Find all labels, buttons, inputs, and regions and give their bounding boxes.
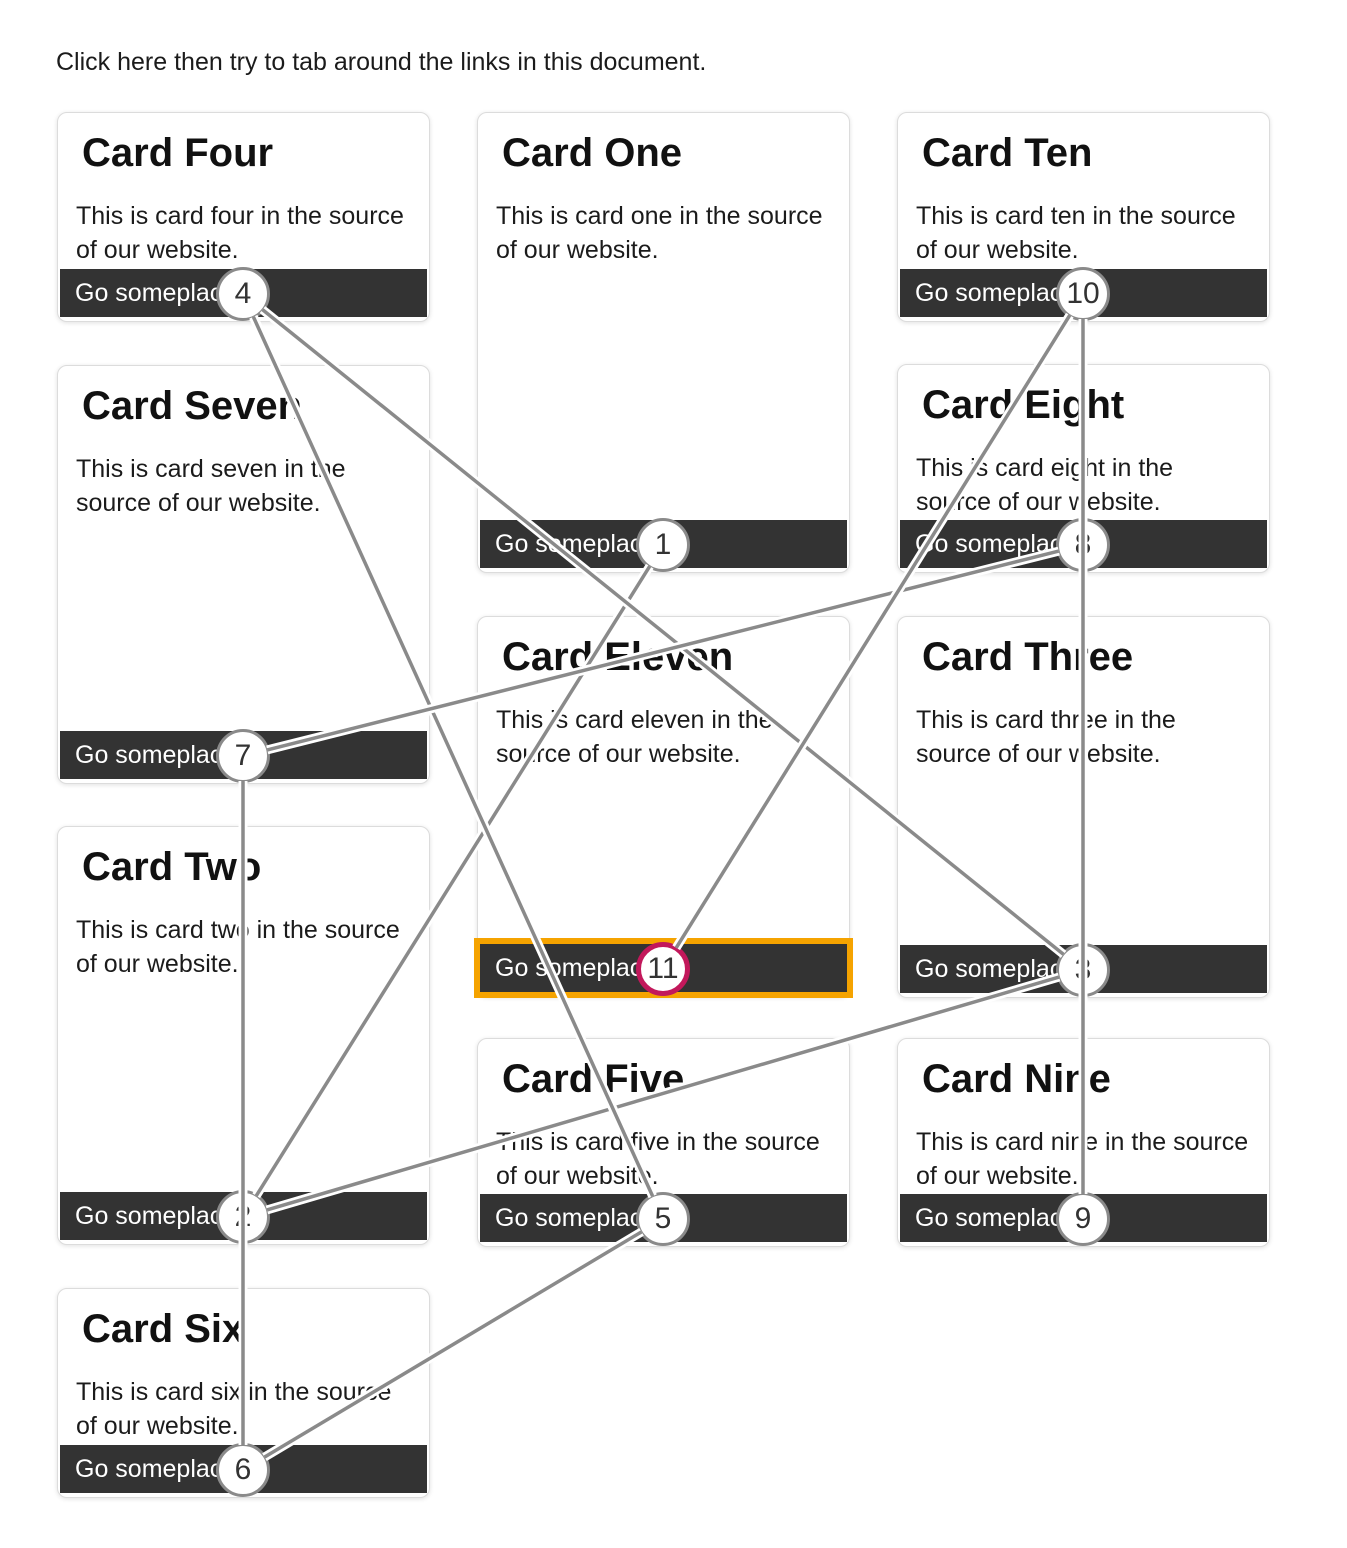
card-title: Card Two xyxy=(82,845,262,889)
tab-order-badge-2: 2 xyxy=(216,1190,270,1244)
tab-order-badge-1: 1 xyxy=(636,518,690,572)
card-title: Card Ten xyxy=(922,131,1093,175)
instruction-text: Click here then try to tab around the li… xyxy=(56,48,707,76)
tab-order-badge-7: 7 xyxy=(216,729,270,783)
tab-order-badge-3: 3 xyxy=(1056,943,1110,997)
tab-order-badge-11: 11 xyxy=(636,942,690,996)
tab-order-badge-5: 5 xyxy=(636,1192,690,1246)
card-description: This is card ten in the source of our we… xyxy=(916,202,1236,264)
tab-order-badge-10: 10 xyxy=(1056,267,1110,321)
card-description: This is card one in the source of our we… xyxy=(496,202,823,264)
card-title: Card Six xyxy=(82,1307,245,1351)
card-title: Card One xyxy=(502,131,683,175)
tab-order-badge-9: 9 xyxy=(1056,1192,1110,1246)
tab-order-badge-4: 4 xyxy=(216,267,270,321)
tab-order-badge-8: 8 xyxy=(1056,518,1110,572)
card-title: Card Four xyxy=(82,131,274,175)
tab-order-badge-6: 6 xyxy=(216,1443,270,1497)
card-description: This is card four in the source of our w… xyxy=(76,202,404,264)
